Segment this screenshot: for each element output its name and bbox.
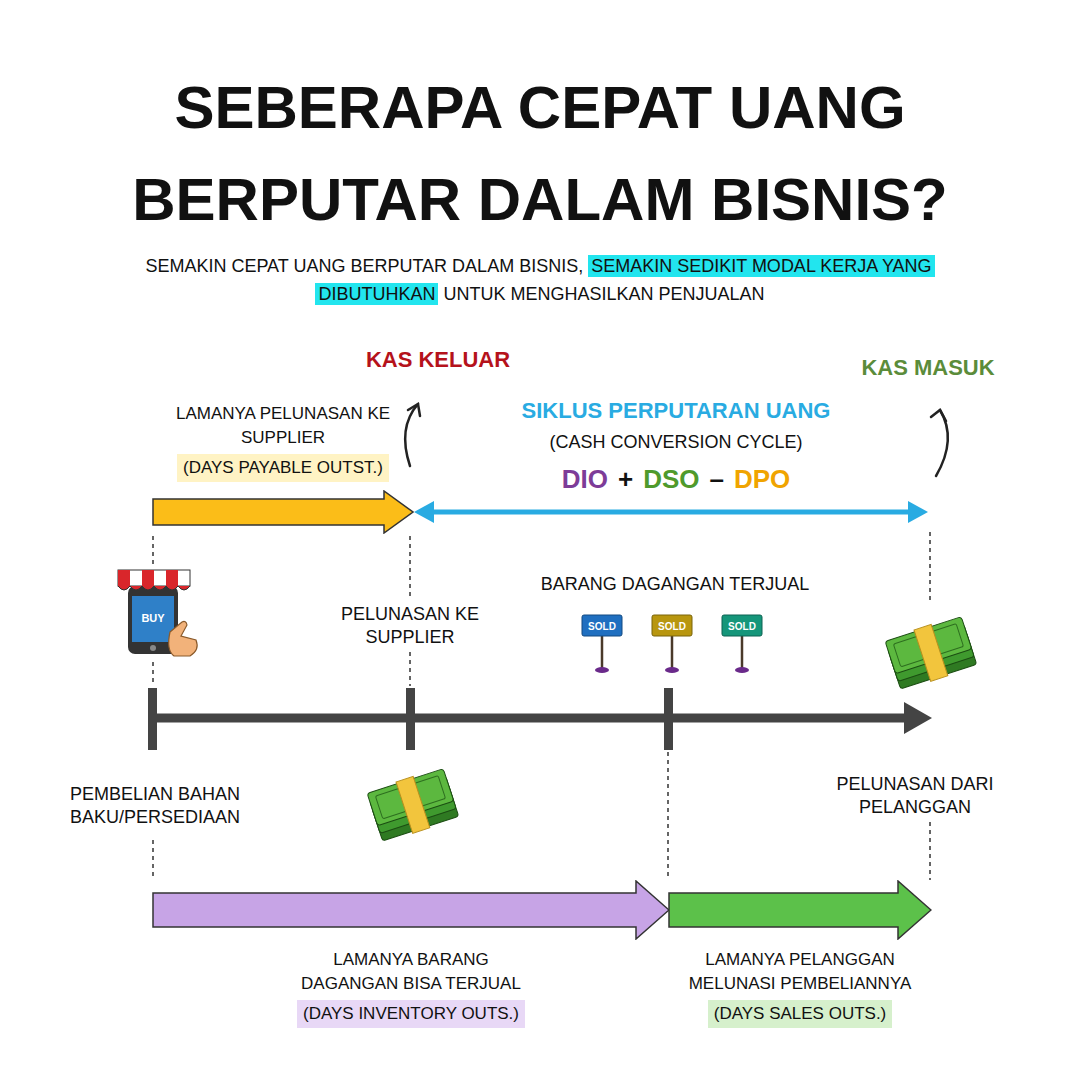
formula-term: DSO	[643, 464, 699, 494]
annotation-label: PELUNASAN DARI PELANGGAN	[802, 773, 1028, 820]
dashed-guide	[152, 840, 154, 880]
shop-icon	[118, 570, 197, 656]
dashed-guide	[409, 536, 411, 600]
arrow-shape	[153, 881, 669, 939]
formula-term: DPO	[734, 464, 790, 494]
arrow-shape	[668, 880, 932, 940]
shop-icon	[118, 570, 130, 586]
shop-icon	[118, 570, 190, 586]
formula-term: DIO	[562, 464, 608, 494]
dashed-guide	[929, 822, 931, 880]
arrow-caption: LAMANYA PELUNASAN KE SUPPLIER (DAYS PAYAB…	[158, 402, 408, 482]
icon-text: SOLD	[652, 620, 692, 633]
curved-arrow	[931, 410, 946, 421]
money-stack	[367, 767, 460, 843]
shop-icon	[150, 645, 156, 651]
dashed-guide	[152, 662, 154, 686]
arrow-shape	[669, 881, 931, 939]
metric-name: (DAYS PAYABLE OUTST.)	[177, 454, 389, 482]
title: SEBERAPA CEPAT UANG BERPUTAR DALAM BISNI…	[50, 62, 1030, 246]
sold-sign	[582, 615, 762, 673]
subtitle-text: SEMAKIN CEPAT UANG BERPUTAR DALAM BISNIS…	[145, 256, 583, 276]
cycle-double-arrow	[430, 510, 912, 515]
dashed-guide	[929, 532, 931, 600]
sold-sign	[722, 615, 762, 636]
cycle-double-arrow	[414, 501, 928, 523]
annotation-label: KAS MASUK	[858, 354, 997, 383]
annotation-label: (CASH CONVERSION CYCLE)	[546, 431, 805, 454]
arrow-description: LAMANYA PELANGGAN MELUNASI PEMBELIANNYA	[675, 948, 925, 996]
annotation-label: KAS KELUAR	[363, 346, 513, 375]
timeline-axis	[904, 702, 932, 734]
subtitle-text: UNTUK MENGHASILKAN PENJUALAN	[443, 284, 764, 304]
payable-arrow: LAMANYA PELUNASAN KE SUPPLIER (DAYS PAYAB…	[152, 402, 414, 534]
shop-icon	[169, 621, 197, 656]
icon-text: BUY	[133, 611, 173, 625]
sold-sign	[671, 636, 674, 668]
arrow-caption: LAMANYA BARANG DAGANGAN BISA TERJUAL (DAY…	[286, 948, 536, 1028]
annotation-label: PEMBELIAN BAHAN BAKU/PERSEDIAAN	[32, 783, 278, 830]
shop-icon	[118, 586, 190, 590]
arrow-description: LAMANYA PELUNASAN KE SUPPLIER	[158, 402, 408, 450]
timeline-axis	[664, 688, 673, 750]
money-stack	[914, 624, 948, 681]
formula-term: +	[618, 464, 633, 494]
arrow-shape	[152, 880, 670, 940]
sold-sign	[665, 667, 679, 673]
timeline-axis	[148, 688, 932, 750]
subtitle: SEMAKIN CEPAT UANG BERPUTAR DALAM BISNIS…	[120, 252, 960, 308]
sold-sign	[741, 636, 744, 668]
timeline-axis	[150, 714, 906, 723]
cycle-double-arrow	[414, 501, 434, 523]
sold-sign	[582, 615, 622, 636]
dashed-guide	[152, 536, 154, 566]
icon-text: SOLD	[582, 620, 622, 633]
icon-text: SOLD	[722, 620, 762, 633]
curved-arrow	[405, 404, 418, 466]
arrow-shape	[152, 490, 414, 534]
annotation-label: BARANG DAGANGAN TERJUAL	[538, 573, 813, 596]
curved-arrow	[408, 404, 420, 416]
shop-icon	[132, 596, 174, 642]
sold-sign	[601, 636, 604, 668]
dashed-guide	[667, 752, 669, 880]
formula: DIO + DSO–DPO	[476, 462, 876, 496]
shop-icon	[166, 570, 178, 586]
timeline-axis	[406, 688, 415, 750]
arrow-shape	[153, 491, 413, 533]
formula-term: –	[709, 464, 723, 494]
money-stack	[885, 615, 978, 691]
money-stack	[396, 776, 430, 833]
dashed-guide	[409, 652, 411, 686]
sales-arrow: LAMANYA PELANGGAN MELUNASI PEMBELIANNYA (…	[668, 880, 932, 1028]
annotation-label: SIKLUS PERPUTARAN UANG	[519, 397, 834, 426]
sold-sign	[735, 667, 749, 673]
cycle-double-arrow	[908, 501, 928, 523]
sold-sign	[652, 615, 692, 636]
sold-sign	[595, 667, 609, 673]
annotation-label: PELUNASAN KE SUPPLIER	[332, 603, 488, 650]
shop-icon	[142, 570, 154, 586]
metric-name: (DAYS INVENTORY OUTS.)	[297, 1000, 525, 1028]
arrow-description: LAMANYA BARANG DAGANGAN BISA TERJUAL	[286, 948, 536, 996]
inventory-arrow: LAMANYA BARANG DAGANGAN BISA TERJUAL (DAY…	[152, 880, 670, 1028]
arrow-caption: LAMANYA PELANGGAN MELUNASI PEMBELIANNYA (…	[675, 948, 925, 1028]
metric-name: (DAYS SALES OUTS.)	[708, 1000, 893, 1028]
timeline-axis	[148, 688, 157, 750]
